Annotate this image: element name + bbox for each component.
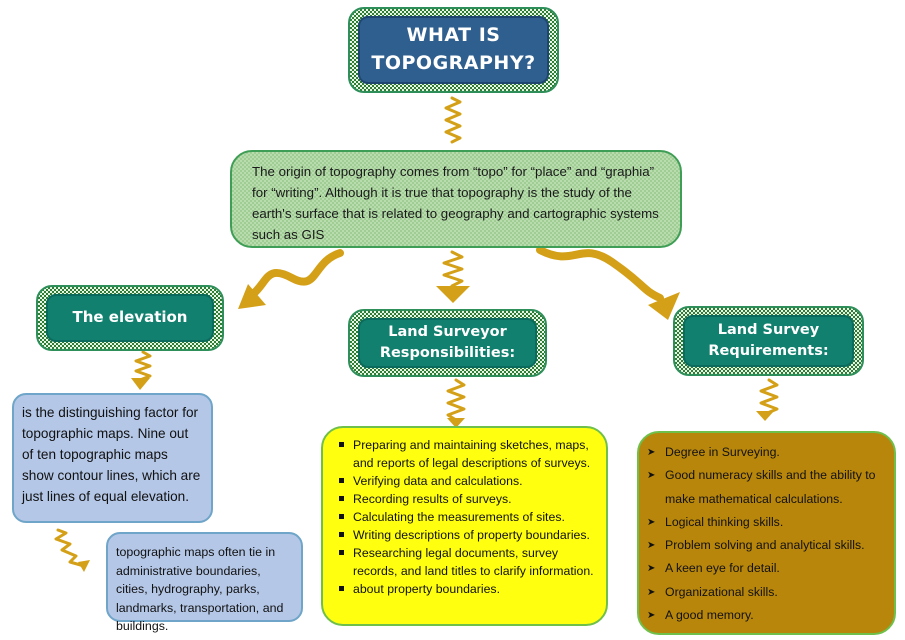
origin-box: The origin of topography comes from “top… <box>230 150 682 248</box>
arrowhead-requirements <box>756 411 774 421</box>
elevation-note: topographic maps often tie in administra… <box>116 545 284 633</box>
wavy-arrow-right <box>536 246 664 302</box>
responsibilities-list: Preparing and maintaining sketches, maps… <box>337 436 600 598</box>
list-item: A keen eye for detail. <box>647 557 888 581</box>
zigzag-connector-title <box>444 96 462 144</box>
elevation-heading: The elevation <box>72 308 188 327</box>
arrowhead-elevation <box>131 378 150 390</box>
arrowhead-note <box>78 560 90 572</box>
requirements-list: Degree in Surveying. Good numeracy skill… <box>647 441 888 628</box>
list-item: Degree in Surveying. <box>647 441 888 465</box>
origin-text: The origin of topography comes from “top… <box>252 164 659 242</box>
list-item: Problem solving and analytical skills. <box>647 534 888 558</box>
elevation-description: is the distinguishing factor for topogra… <box>22 405 201 504</box>
elevation-heading-box: The elevation <box>36 285 224 351</box>
list-item: about property boundaries. <box>337 580 600 598</box>
arrowhead-right <box>648 292 680 320</box>
title-box-inner: WHAT IS TOPOGRAPHY? <box>358 16 549 84</box>
list-item: Good numeracy skills and the ability to … <box>647 464 888 511</box>
wavy-arrow-left <box>248 249 344 299</box>
title-box: WHAT IS TOPOGRAPHY? <box>348 7 559 93</box>
responsibilities-heading: Land Surveyor Responsibilities: <box>379 323 516 361</box>
arrowhead-left <box>238 284 266 309</box>
arrowhead-center <box>436 286 470 303</box>
list-item: Verifying data and calculations. <box>337 472 600 490</box>
page-title: WHAT IS TOPOGRAPHY? <box>371 24 536 74</box>
zigzag-connector-center <box>442 250 464 288</box>
zigzag-connector-elevation <box>134 350 152 382</box>
zigzag-connector-requirements <box>759 378 779 416</box>
list-item: Calculating the measurements of sites. <box>337 508 600 526</box>
responsibilities-heading-box: Land Surveyor Responsibilities: <box>348 309 547 377</box>
list-item: Organizational skills. <box>647 581 888 605</box>
list-item: Preparing and maintaining sketches, maps… <box>337 436 600 472</box>
list-item: Researching legal documents, survey reco… <box>337 544 600 580</box>
responsibilities-box: Preparing and maintaining sketches, maps… <box>321 426 608 626</box>
requirements-heading: Land Survey Requirements: <box>708 321 829 359</box>
zigzag-connector-note <box>54 528 86 568</box>
zigzag-connector-responsibilities <box>446 378 466 422</box>
list-item: A good memory. <box>647 604 888 628</box>
requirements-heading-inner: Land Survey Requirements: <box>683 315 854 367</box>
responsibilities-heading-inner: Land Surveyor Responsibilities: <box>358 318 537 368</box>
arrowhead-responsibilities <box>447 418 465 428</box>
list-item: Writing descriptions of property boundar… <box>337 526 600 544</box>
list-item: Logical thinking skills. <box>647 511 888 535</box>
requirements-box: Degree in Surveying. Good numeracy skill… <box>637 431 896 635</box>
elevation-note-box: topographic maps often tie in administra… <box>106 532 303 633</box>
elevation-description-box: is the distinguishing factor for topogra… <box>12 393 213 523</box>
requirements-heading-box: Land Survey Requirements: <box>673 306 864 376</box>
list-item: Recording results of surveys. <box>337 490 600 508</box>
elevation-heading-inner: The elevation <box>46 294 214 342</box>
